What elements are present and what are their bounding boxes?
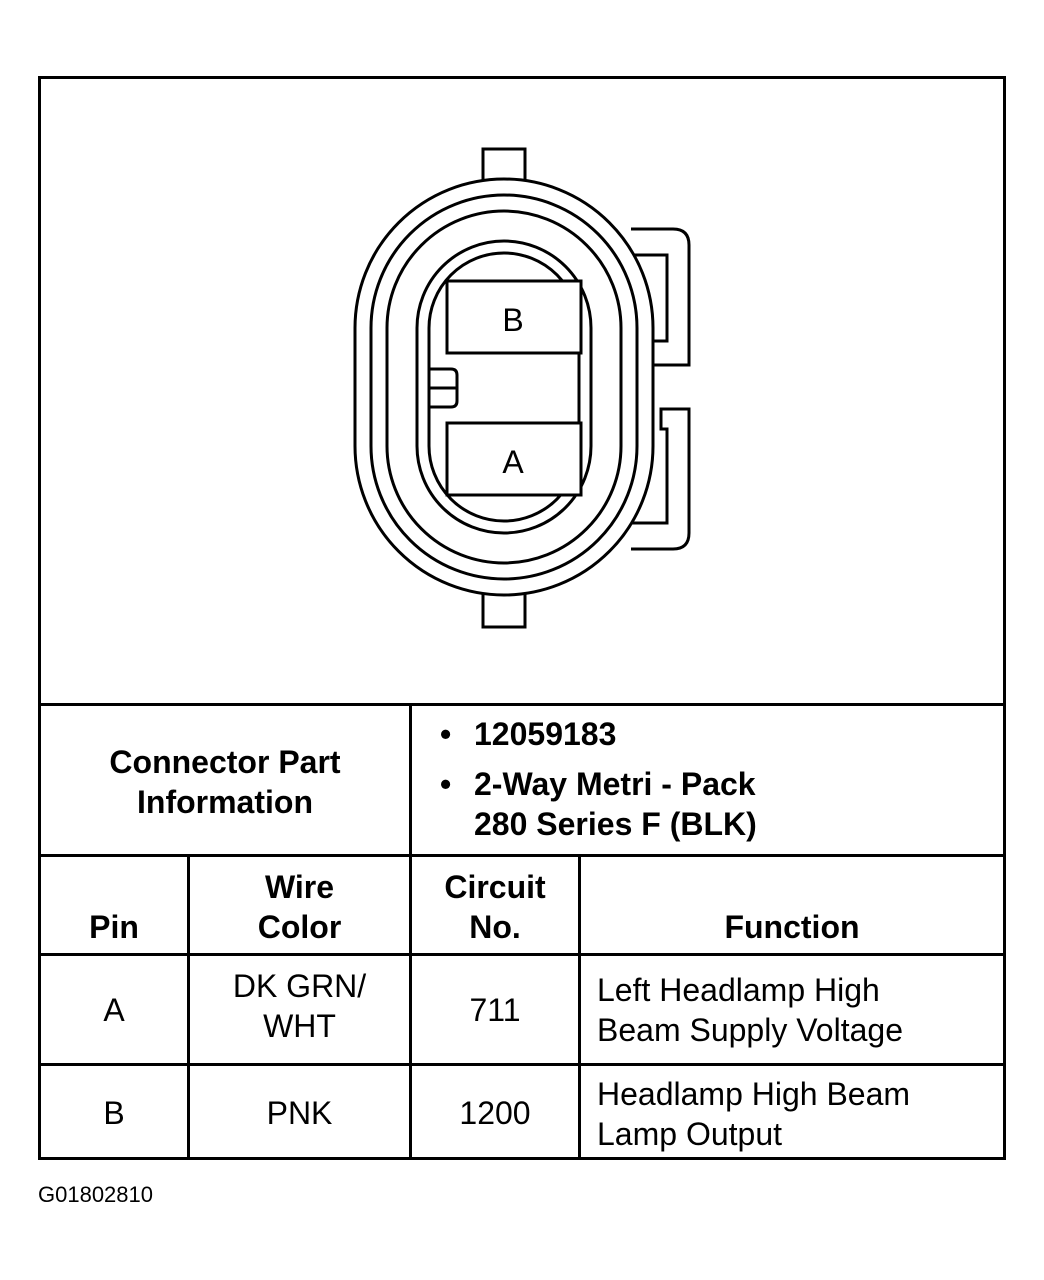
divider-col-pin — [187, 854, 190, 1160]
row-b-pin: B — [103, 1095, 125, 1131]
connector-face-diagram: B A — [353, 147, 691, 629]
cavity-outline — [415, 239, 593, 535]
figure-id: G01802810 — [38, 1182, 153, 1207]
connector-series-item: • 2-Way Metri - Pack 280 Series F (BLK) — [440, 764, 1003, 844]
row-a-pin: A — [103, 991, 125, 1028]
connector-part-info-label: Connector Part Information — [41, 706, 409, 854]
header-circuit-line-2: No. — [469, 909, 521, 945]
row-b-circuit: 1200 — [459, 1095, 531, 1131]
header-circuit-no: Circuit No. — [412, 857, 578, 953]
divider-header-row-a — [41, 953, 1003, 956]
row-a-circuit: 711 — [469, 991, 521, 1028]
row-a-function-line-1: Left Headlamp High — [597, 972, 880, 1008]
header-pin: Pin — [41, 857, 187, 953]
pin-b-label: B — [502, 302, 523, 338]
header-function-text: Function — [724, 909, 860, 945]
connector-type: 2-Way Metri - Pack — [474, 766, 756, 802]
row-b-wire-color-line-1: PNK — [266, 1095, 333, 1131]
divider-row-a-row-b — [41, 1063, 1003, 1066]
part-number-item: • 12059183 — [440, 714, 1003, 754]
bullet-icon: • — [440, 716, 452, 752]
part-number: 12059183 — [474, 716, 617, 752]
row-b-function: Headlamp High Beam Lamp Output — [581, 1066, 1003, 1160]
row-b-function-line-2: Lamp Output — [597, 1116, 782, 1152]
row-b-function-line-1: Headlamp High Beam — [597, 1076, 911, 1112]
header-wire-color: Wire Color — [190, 857, 409, 953]
pin-cavity-a — [445, 421, 583, 497]
latch-arm-lower — [631, 407, 691, 551]
divider-col-circuit — [578, 854, 581, 1160]
connector-series: 280 Series F (BLK) — [474, 806, 757, 842]
header-wire-color-line-1: Wire — [264, 869, 335, 905]
figure-frame: B A Connector Part Information • 1205918… — [38, 76, 1006, 1160]
header-wire-color-line-2: Color — [257, 909, 342, 945]
connector-part-info-values: • 12059183 • 2-Way Metri - Pack 280 Seri… — [412, 706, 1003, 854]
row-a-wire-color-line-2: WHT — [263, 1008, 336, 1044]
header-circuit-line-1: Circuit — [444, 869, 546, 905]
latch-arm — [631, 227, 691, 367]
pin-cavity-b — [445, 279, 583, 355]
row-a-function-line-2: Beam Supply Voltage — [597, 1012, 903, 1048]
header-pin-text: Pin — [89, 909, 139, 945]
row-a-wire-color: DK GRN/ WHT — [190, 956, 409, 1063]
bottom-tab — [481, 589, 527, 629]
pin-a-label: A — [502, 444, 524, 480]
info-label-line-1: Connector Part — [109, 744, 341, 780]
row-a-function: Left Headlamp High Beam Supply Voltage — [581, 956, 1003, 1063]
divider-info-header — [41, 854, 1003, 857]
row-b-wire-color: PNK — [190, 1066, 409, 1160]
divider-diagram-table — [41, 703, 1003, 706]
header-function: Function — [581, 857, 1003, 953]
row-a-wire-color-line-1: DK GRN/ — [232, 968, 367, 1004]
bullet-icon: • — [440, 766, 452, 802]
divider-col-1 — [409, 703, 412, 1160]
info-label-line-2: Information — [137, 784, 313, 820]
